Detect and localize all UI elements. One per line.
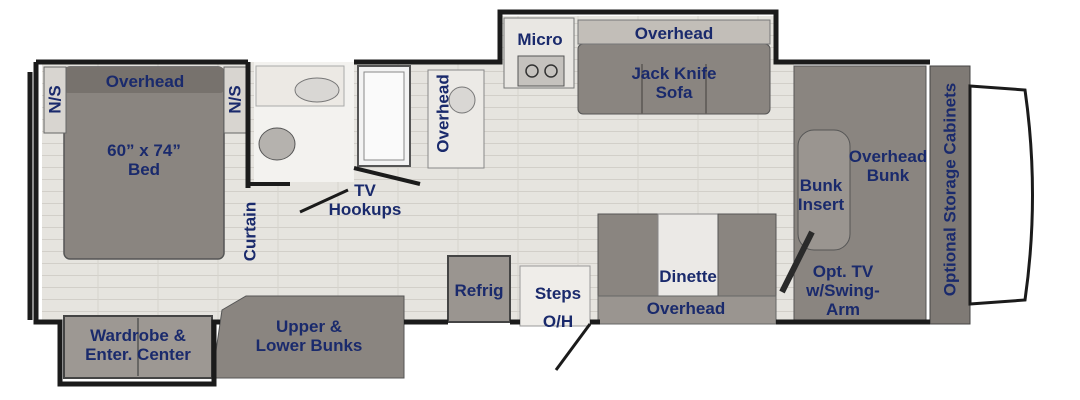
overhead-bunk-label-2: Bunk [866, 166, 910, 185]
tv-hookups-label-1: TV [354, 181, 376, 200]
bunks-label-1: Upper & [275, 317, 343, 336]
storage-cabinets [929, 65, 971, 325]
bunk-insert-label-1: Bunk [799, 176, 843, 195]
front-cap [968, 84, 1034, 306]
nightstand-left-label: N/S [45, 85, 65, 114]
overhead-dinette-label: Overhead [646, 299, 726, 318]
opt-tv-label-2: w/Swing- [806, 281, 880, 300]
toilet [258, 127, 296, 161]
opt-tv-label-1: Opt. TV [812, 262, 874, 281]
overhead-bath-label: Overhead [433, 74, 453, 153]
nightstand-right-label: N/S [225, 85, 245, 114]
bunk-insert-label-2: Insert [797, 195, 845, 214]
overhead-bed-label: Overhead [105, 72, 185, 91]
bunk-insert [797, 129, 851, 251]
bath-sink [294, 77, 340, 103]
storage-cabinets-label: Optional Storage Cabinets [940, 82, 960, 297]
refrigerator [447, 255, 511, 323]
bed-size-label: 60” x 74” [107, 141, 181, 160]
steps-label: Steps [534, 284, 582, 303]
wardrobe-label-2: Enter. Center [85, 345, 191, 364]
shower-pan [363, 71, 405, 161]
tv-hookups-label-2: Hookups [328, 200, 402, 219]
overhead-sofa-label: Overhead [634, 24, 714, 43]
bed-headboard [64, 67, 224, 93]
vanity-sink [448, 86, 476, 114]
nightstand-left [43, 66, 67, 134]
sofa-label-2: Sofa [655, 83, 693, 102]
vanity [427, 69, 485, 169]
entry-door [554, 323, 592, 371]
bunks-label-2: Lower Bunks [255, 336, 363, 355]
sofa-label-1: Jack Knife [631, 64, 717, 83]
dinette-label: Dinette [659, 267, 717, 286]
curtain-label: Curtain [240, 201, 260, 262]
wardrobe-label-1: Wardrobe & [90, 326, 186, 345]
oh-label: O/H [542, 312, 574, 331]
refrig-label: Refrig [454, 281, 504, 300]
entry-steps [519, 265, 591, 327]
exterior-wall [33, 9, 930, 387]
bed-label: Bed [127, 160, 161, 179]
micro-label: Micro [517, 30, 563, 49]
overhead-bunk-label-1: Overhead [848, 147, 928, 166]
opt-tv-label-3: Arm [825, 300, 860, 319]
